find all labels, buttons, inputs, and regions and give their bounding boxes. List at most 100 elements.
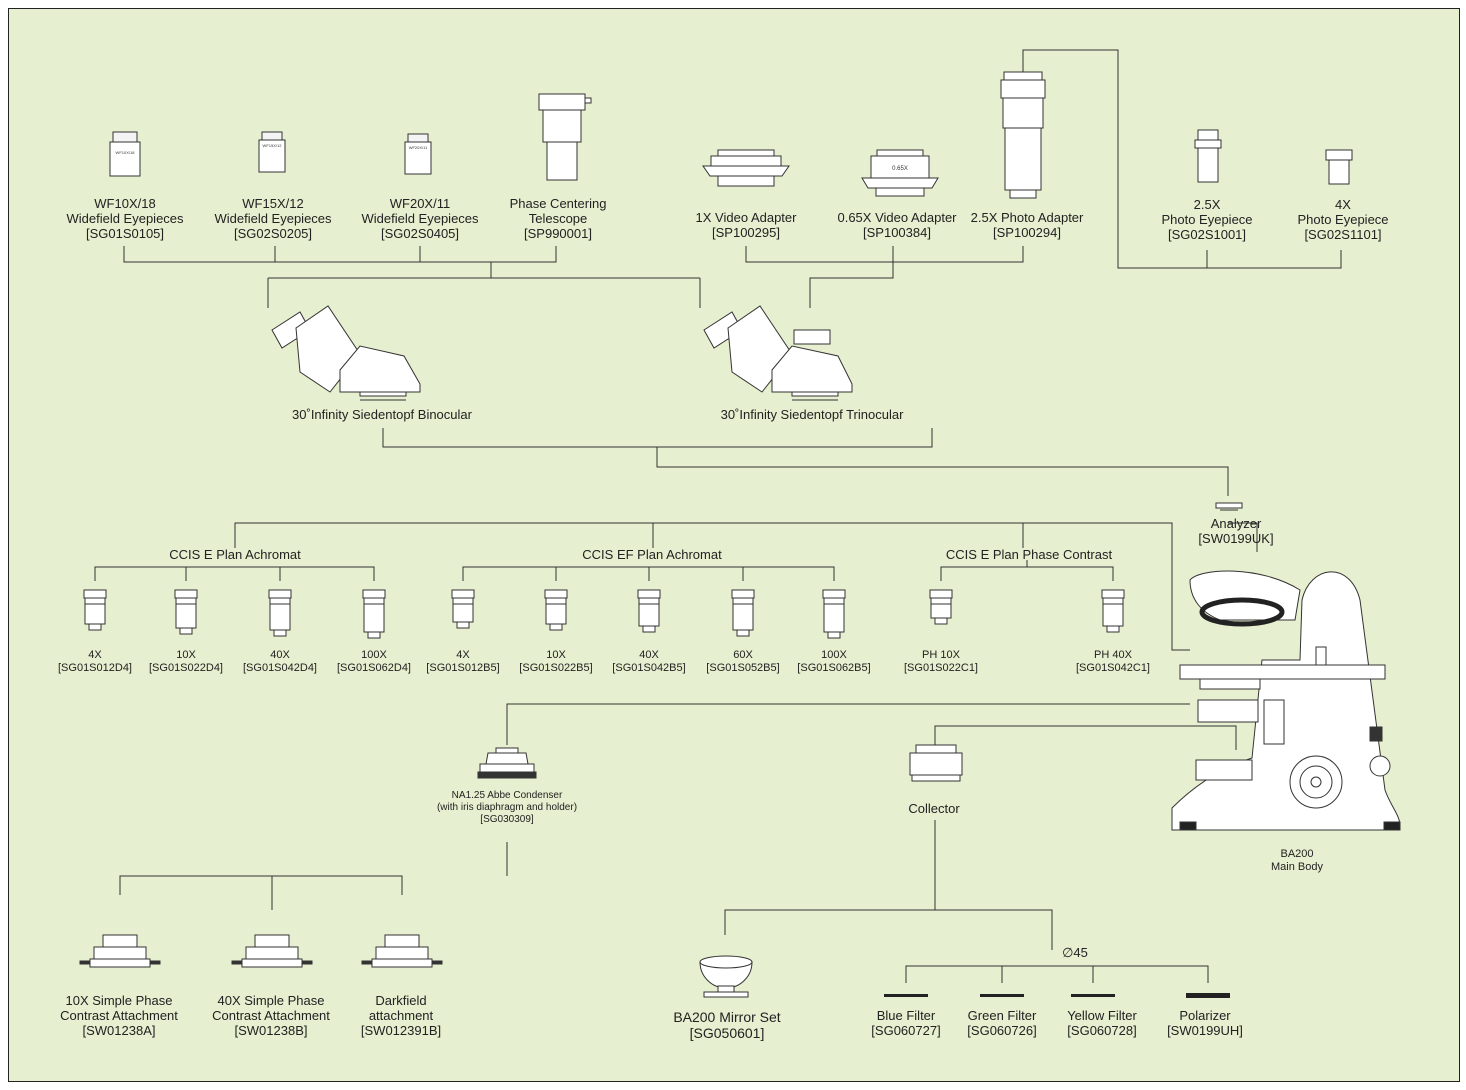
telescope-name: Phase Centering — [509, 196, 607, 211]
objective-magnification: 100X — [361, 649, 387, 661]
filter-discs — [884, 993, 1230, 998]
objective-magnification: 10X — [176, 649, 196, 661]
connector-lines — [94, 49, 1342, 983]
part-code: [SW01238B] — [234, 1023, 308, 1038]
part-code: [SG01S042D4] — [243, 662, 317, 674]
condenser-label: NA1.25 Abbe Condenser (with iris diaphra… — [437, 790, 577, 826]
objective-magnification: 4X — [456, 649, 470, 661]
analyzer-slider — [1215, 502, 1243, 511]
part-code: [SG060726] — [967, 1023, 1037, 1038]
eyepiece-label-wf15x: WF15X/12 Widefield Eyepieces [SG02S0205] — [214, 196, 331, 241]
svg-text:0.65X: 0.65X — [892, 166, 908, 172]
svg-text:WF15X/12: WF15X/12 — [263, 143, 283, 148]
adapter-label-1x: 1X Video Adapter [SP100295] — [696, 210, 797, 240]
attachment-name-2: attachment — [368, 1008, 434, 1023]
objective-group-title: CCIS E Plan Achromat — [169, 547, 301, 562]
objective-label: 4X[SG01S012D4] — [58, 649, 132, 675]
svg-text:WF20X/11: WF20X/11 — [409, 145, 428, 150]
adapter-name: 2.5X Photo Adapter — [970, 210, 1084, 225]
objective-icon — [1101, 589, 1125, 633]
svg-text:WF10X/18: WF10X/18 — [116, 150, 136, 155]
part-code: [SG01S062D4] — [337, 662, 411, 674]
part-code: [SG01S052B5] — [706, 662, 780, 674]
attachment-name-2: Contrast Attachment — [212, 1008, 330, 1023]
objective-icon — [451, 589, 475, 629]
objective-icon — [822, 589, 846, 639]
ba200-main-body — [1171, 570, 1401, 831]
eyepiece-name: WF15X/12 — [242, 196, 304, 211]
objective-icon — [174, 589, 198, 635]
eyepiece-wf15x: WF15X/12 — [258, 131, 286, 173]
objective-group-title: CCIS EF Plan Achromat — [582, 547, 722, 562]
mirror-label: BA200 Mirror Set [SG050601] — [673, 1009, 780, 1041]
attachment-label-darkfield: Darkfield attachment [SW012391B] — [361, 993, 441, 1038]
photo-eyepiece-name: Photo Eyepiece — [1161, 212, 1253, 227]
attachment-name: 40X Simple Phase — [217, 993, 325, 1008]
eyepiece-type: Widefield Eyepieces — [214, 211, 332, 226]
objective-icon — [268, 589, 292, 637]
phase-attachment-10x — [79, 934, 161, 968]
part-code: [SG060728] — [1067, 1023, 1137, 1038]
photo-adapter-25x — [1000, 71, 1046, 199]
main-body-model: BA200 — [1280, 848, 1314, 860]
part-code: [SG01S042C1] — [1076, 662, 1150, 674]
part-code: [SG01S0105] — [85, 226, 165, 241]
attachment-name-2: Contrast Attachment — [60, 1008, 178, 1023]
part-code: [SW012391B] — [360, 1023, 442, 1038]
objective-icon — [929, 589, 953, 625]
objective-magnification: 40X — [639, 649, 659, 661]
condenser-name: NA1.25 Abbe Condenser — [451, 790, 563, 801]
video-adapter-065x: 0.65X — [861, 149, 939, 197]
photo-eyepiece-label-25x: 2.5X Photo Eyepiece [SG02S1001] — [1161, 197, 1252, 242]
part-code: [SG050601] — [689, 1025, 765, 1041]
mirror-set — [699, 955, 753, 998]
eyepiece-label-wf10x: WF10X/18 Widefield Eyepieces [SG01S0105] — [66, 196, 183, 241]
main-body-label: BA200 Main Body — [1271, 848, 1323, 874]
video-adapter-1x — [702, 149, 790, 187]
trinocular-head — [703, 305, 853, 401]
adapter-name: 0.65X Video Adapter — [837, 210, 957, 225]
part-code: [SP990001] — [524, 226, 592, 241]
collector-lamp — [909, 744, 963, 782]
filter-name: Green Filter — [967, 1008, 1037, 1023]
photo-eyepiece-25x — [1194, 129, 1222, 183]
part-code: [SG01S062B5] — [797, 662, 871, 674]
filter-name: Polarizer — [1179, 1008, 1231, 1023]
adapter-label-25x: 2.5X Photo Adapter [SP100294] — [971, 210, 1084, 240]
part-code: [SG02S1001] — [1167, 227, 1247, 242]
filter-name: Blue Filter — [876, 1008, 936, 1023]
part-code: [SG030309] — [480, 814, 534, 825]
part-code: [SG02S0205] — [233, 226, 313, 241]
objective-icon — [544, 589, 568, 631]
part-code: [SG02S0405] — [380, 226, 460, 241]
part-code: [SG01S012B5] — [426, 662, 500, 674]
trinocular-label: 30˚Infinity Siedentopf Trinocular — [720, 407, 904, 422]
eyepiece-name: WF10X/18 — [94, 196, 156, 211]
filter-label-polarizer: Polarizer [SW0199UH] — [1167, 1008, 1243, 1038]
analyzer-label: Analyzer [SW0199UK] — [1198, 516, 1273, 546]
attachment-name: Darkfield — [375, 993, 427, 1008]
part-code: [SG01S012D4] — [58, 662, 132, 674]
part-code: [SG02S1101] — [1304, 227, 1382, 242]
eyepiece-type: Widefield Eyepieces — [361, 211, 479, 226]
filter-label-yellow: Yellow Filter [SG060728] — [1067, 1008, 1137, 1038]
telescope-name-2: Telescope — [528, 211, 588, 226]
objective-icons — [83, 589, 1125, 639]
eyepiece-name: WF20X/11 — [389, 196, 451, 211]
objective-label: 10X[SG01S022D4] — [149, 649, 223, 675]
photo-eyepiece-4x — [1325, 149, 1353, 185]
binocular-label: 30˚Infinity Siedentopf Binocular — [292, 407, 472, 422]
photo-eyepiece-name: Photo Eyepiece — [1297, 212, 1389, 227]
attachment-name: 10X Simple Phase — [65, 993, 173, 1008]
attachment-label-40x: 40X Simple Phase Contrast Attachment [SW… — [212, 993, 330, 1038]
part-code: [SG01S022D4] — [149, 662, 223, 674]
darkfield-attachment — [361, 934, 443, 968]
objective-label: PH 10X[SG01S022C1] — [904, 649, 978, 675]
abbe-condenser — [477, 747, 537, 779]
photo-eyepiece-mag: 4X — [1335, 197, 1351, 212]
objective-magnification: 10X — [546, 649, 566, 661]
objective-label: PH 40X[SG01S042C1] — [1076, 649, 1150, 675]
phase-centering-telescope — [538, 93, 592, 181]
part-code: [SG01S022C1] — [904, 662, 978, 674]
